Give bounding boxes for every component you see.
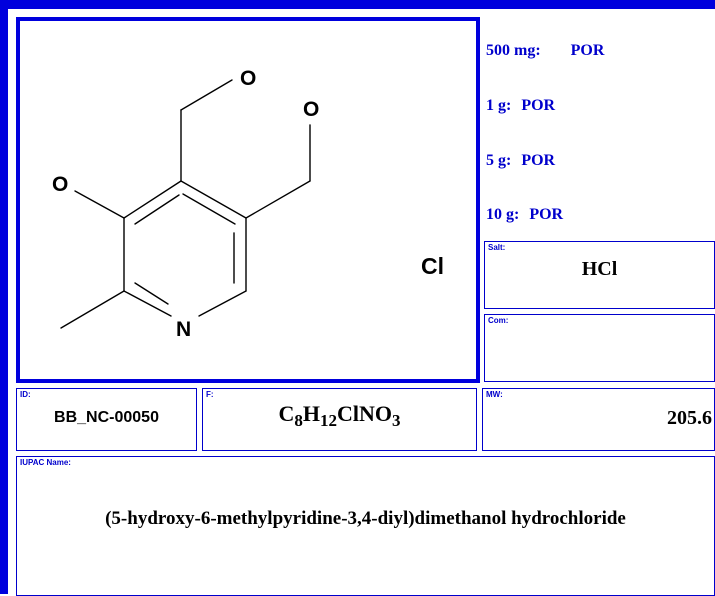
comment-label: Com: — [488, 316, 509, 325]
price-value: POR — [521, 152, 556, 169]
structure-panel: O O O N Cl — [16, 17, 480, 383]
price-qty: 10 g: — [486, 206, 520, 223]
formula-box: F: C8H12ClNO3 — [202, 388, 477, 451]
mw-box: MW: 205.6 — [482, 388, 715, 451]
price-qty: 500 mg: — [486, 42, 541, 59]
price-value: POR — [529, 206, 564, 223]
price-qty: 5 g: — [486, 152, 512, 169]
formula-label: F: — [206, 390, 214, 399]
molecular-formula: C8H12ClNO3 — [278, 401, 401, 430]
comment-box: Com: — [484, 314, 715, 382]
id-label: ID: — [20, 390, 31, 399]
price-row: 1 g: POR — [486, 97, 555, 115]
salt-box: Salt: HCl — [484, 241, 715, 309]
counter-ion: Cl — [421, 253, 444, 279]
atom-o: O — [303, 98, 319, 121]
price-qty: 1 g: — [486, 97, 512, 114]
frame-left-border — [0, 0, 8, 594]
atom-o: O — [240, 67, 256, 90]
id-value: BB_NC-00050 — [54, 409, 159, 426]
price-value: POR — [521, 97, 556, 114]
frame-top-border — [0, 0, 715, 9]
salt-label: Salt: — [488, 243, 506, 252]
price-row: 10 g: POR — [486, 206, 563, 224]
price-row: 5 g: POR — [486, 152, 555, 170]
iupac-name: (5-hydroxy-6-methylpyridine-3,4-diyl)dim… — [105, 508, 626, 529]
id-box: ID: BB_NC-00050 — [16, 388, 197, 451]
iupac-box: IUPAC Name: (5-hydroxy-6-methylpyridine-… — [16, 456, 715, 596]
price-row: 500 mg: POR — [486, 42, 604, 60]
molecule-structure: O O O N Cl — [52, 67, 444, 341]
price-value: POR — [570, 42, 605, 59]
mw-value: 205.6 — [667, 407, 712, 429]
mw-label: MW: — [486, 390, 503, 399]
salt-value: HCl — [581, 258, 618, 280]
atom-n: N — [176, 318, 191, 341]
atom-o: O — [52, 173, 68, 196]
iupac-label: IUPAC Name: — [20, 458, 71, 467]
